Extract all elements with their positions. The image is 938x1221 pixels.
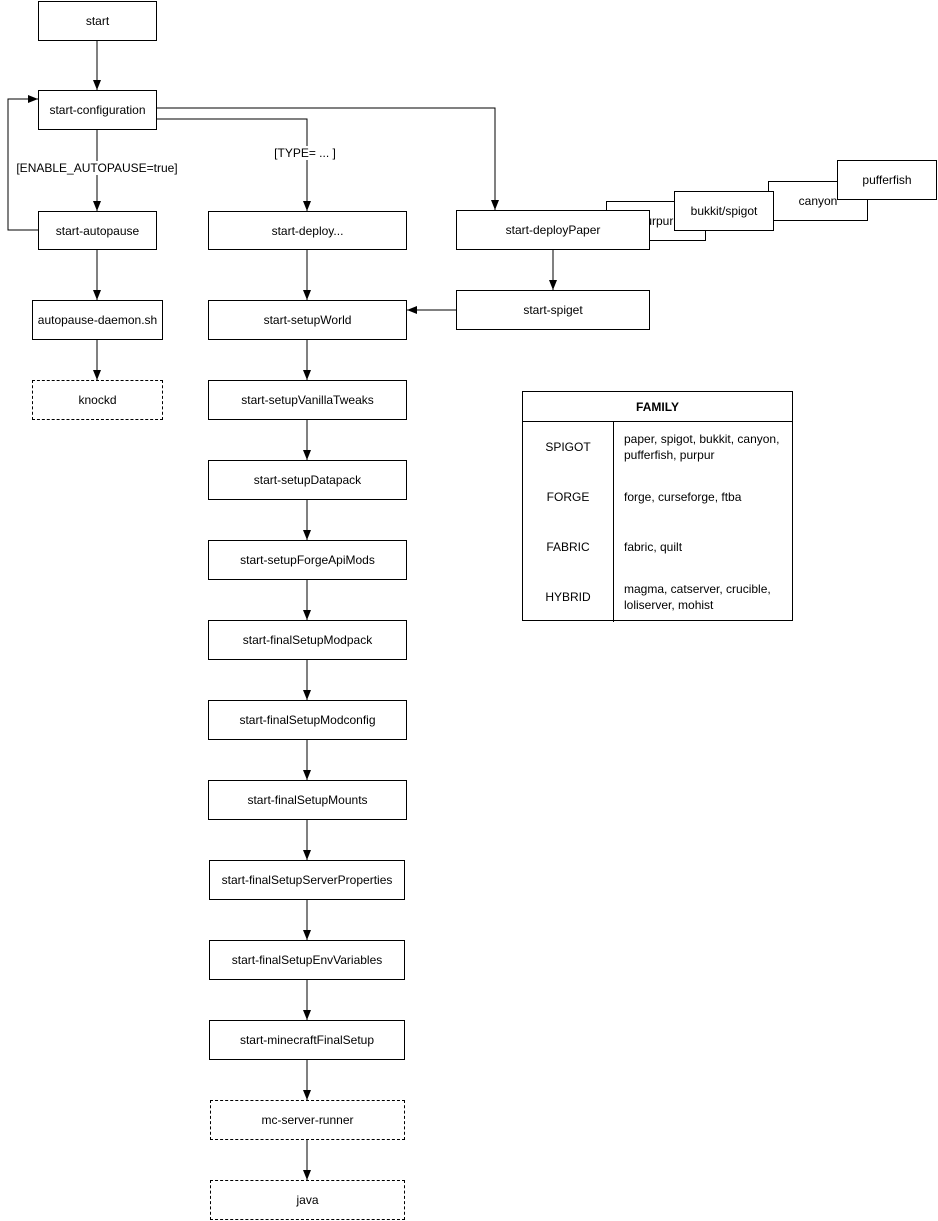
node-label: start-finalSetupModconfig	[239, 713, 376, 727]
node-label: start-minecraftFinalSetup	[239, 1033, 375, 1047]
family-name: SPIGOT	[545, 440, 591, 454]
family-table-body: SPIGOT FORGE FABRIC HYBRID paper, spigot, b…	[523, 422, 792, 622]
node-label: start-finalSetupEnvVariables	[231, 953, 383, 967]
family-members: magma, catserver, crucible, loliserver, …	[624, 581, 771, 612]
node-label: start-setupDatapack	[253, 473, 362, 487]
node-label: pufferfish	[862, 173, 912, 187]
node-start: start	[38, 1, 157, 41]
family-members: paper, spigot, bukkit, canyon, pufferfis…	[624, 431, 780, 462]
node-start-spiget: start-spiget	[456, 290, 650, 330]
node-label: mc-server-runner	[261, 1113, 354, 1127]
family-members: fabric, quilt	[624, 539, 683, 554]
node-label: bukkit/spigot	[690, 204, 758, 218]
edge-configuration-to-deployPaper	[157, 107, 499, 210]
node-mc-server-runner: mc-server-runner	[210, 1100, 405, 1140]
node-label: start-setupWorld	[263, 313, 352, 327]
node-label: start	[85, 14, 110, 28]
family-table-members-column: paper, spigot, bukkit, canyon, pufferfis…	[614, 422, 792, 622]
node-start-finalSetupServerProperties: start-finalSetupServerProperties	[209, 860, 405, 900]
node-start-deploy: start-deploy...	[208, 211, 407, 250]
node-start-setupWorld: start-setupWorld	[208, 300, 407, 340]
node-label: start-configuration	[49, 103, 146, 117]
node-start-setupDatapack: start-setupDatapack	[208, 460, 407, 500]
node-label: start-spiget	[523, 303, 583, 317]
family-name: FORGE	[546, 490, 590, 504]
node-start-finalSetupModconfig: start-finalSetupModconfig	[208, 700, 407, 740]
family-members: forge, curseforge, ftba	[624, 489, 742, 504]
node-start-autopause: start-autopause	[38, 211, 157, 250]
family-table-title: FAMILY	[523, 392, 792, 422]
family-name: FABRIC	[546, 540, 590, 554]
node-label: start-deployPaper	[505, 223, 601, 237]
edge-label-type-condition: [TYPE= ... ]	[272, 146, 338, 160]
node-label: autopause-daemon.sh	[37, 313, 158, 327]
node-start-deployPaper: start-deployPaper	[456, 210, 650, 250]
node-pufferfish: pufferfish	[837, 160, 937, 200]
family-table: FAMILY SPIGOT FORGE FABRIC HYBRID paper, sp…	[522, 391, 793, 622]
node-label: start-deploy...	[271, 223, 344, 238]
node-start-finalSetupEnvVariables: start-finalSetupEnvVariables	[209, 940, 405, 980]
node-bukkit-spigot: bukkit/spigot	[674, 191, 774, 231]
edge-label-enable-autopause-condition: [ENABLE_AUTOPAUSE=true]	[14, 161, 180, 175]
node-start-setupVanillaTweaks: start-setupVanillaTweaks	[208, 380, 407, 420]
node-label: canyon	[798, 194, 838, 208]
node-label: start-autopause	[55, 223, 140, 238]
node-label: start-finalSetupMounts	[247, 793, 368, 807]
node-label: start-finalSetupModpack	[242, 633, 373, 647]
node-java: java	[210, 1180, 405, 1220]
edge-autopause-loop-to-configuration	[7, 95, 38, 231]
node-label: start-setupForgeApiMods	[240, 553, 375, 567]
edge-configuration-to-deploy	[157, 118, 311, 211]
node-start-finalSetupModpack: start-finalSetupModpack	[208, 620, 407, 660]
node-start-configuration: start-configuration	[38, 90, 157, 130]
node-label: knockd	[78, 393, 117, 407]
family-table-family-column: SPIGOT FORGE FABRIC HYBRID	[523, 422, 614, 622]
node-start-minecraftFinalSetup: start-minecraftFinalSetup	[209, 1020, 405, 1060]
node-label: java	[296, 1193, 319, 1207]
node-start-setupForgeApiMods: start-setupForgeApiMods	[208, 540, 407, 580]
node-start-finalSetupMounts: start-finalSetupMounts	[208, 780, 407, 820]
node-label: start-setupVanillaTweaks	[241, 393, 374, 407]
family-name: HYBRID	[545, 590, 591, 604]
node-label: start-finalSetupServerProperties	[221, 873, 393, 887]
node-autopause-daemon-sh: autopause-daemon.sh	[32, 300, 163, 340]
node-knockd: knockd	[32, 380, 163, 420]
